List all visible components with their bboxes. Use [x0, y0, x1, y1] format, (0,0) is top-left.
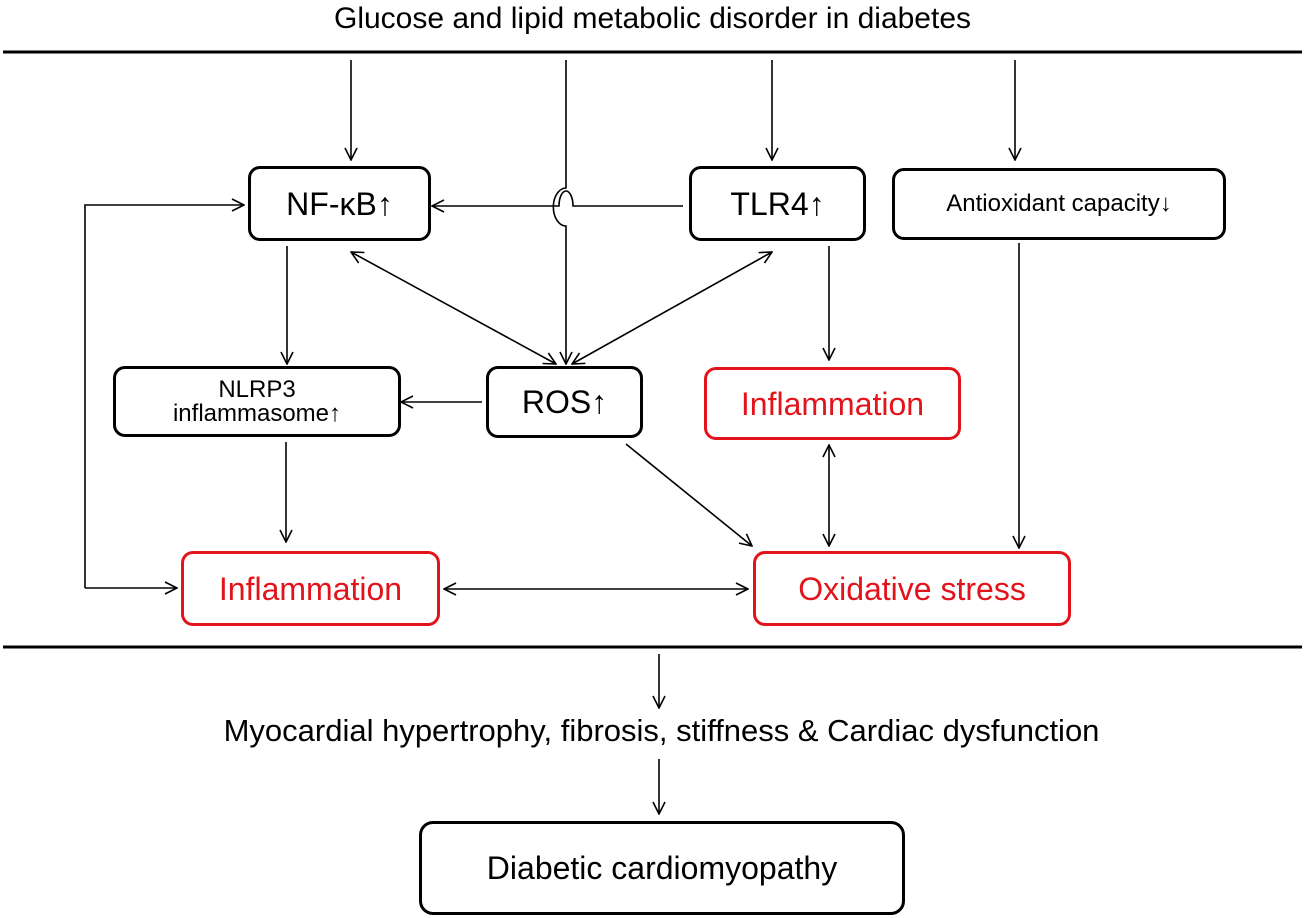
arrow-loop-to-nfkb: [84, 205, 244, 588]
node-nlrp3: NLRP3 inflammasome↑: [113, 366, 401, 437]
arrow-nfkb-ros: [351, 252, 556, 364]
arrow-ros-to-oxidative: [625, 443, 752, 546]
arrow-header-to-ros: [552, 60, 566, 364]
node-nfkb: NF-κB↑: [248, 166, 431, 241]
arrow-tlr4-to-nfkb: [432, 190, 683, 206]
node-antioxidant: Antioxidant capacity↓: [892, 168, 1226, 240]
node-ros: ROS↑: [486, 366, 643, 438]
outcome-text: Myocardial hypertrophy, fibrosis, stiffn…: [223, 713, 1100, 748]
header-text: Glucose and lipid metabolic disorder in …: [333, 2, 972, 35]
nlrp3-line1: NLRP3: [218, 375, 296, 403]
node-diabetic-cardiomyopathy: Diabetic cardiomyopathy: [419, 821, 905, 915]
node-oxidative-stress: Oxidative stress: [753, 551, 1071, 626]
node-tlr4: TLR4↑: [689, 166, 866, 241]
node-inflammation-left: Inflammation: [181, 551, 440, 626]
nlrp3-line2: inflammasome↑: [172, 399, 342, 427]
node-inflammation-right: Inflammation: [704, 367, 961, 440]
arrow-tlr4-ros: [572, 252, 772, 364]
